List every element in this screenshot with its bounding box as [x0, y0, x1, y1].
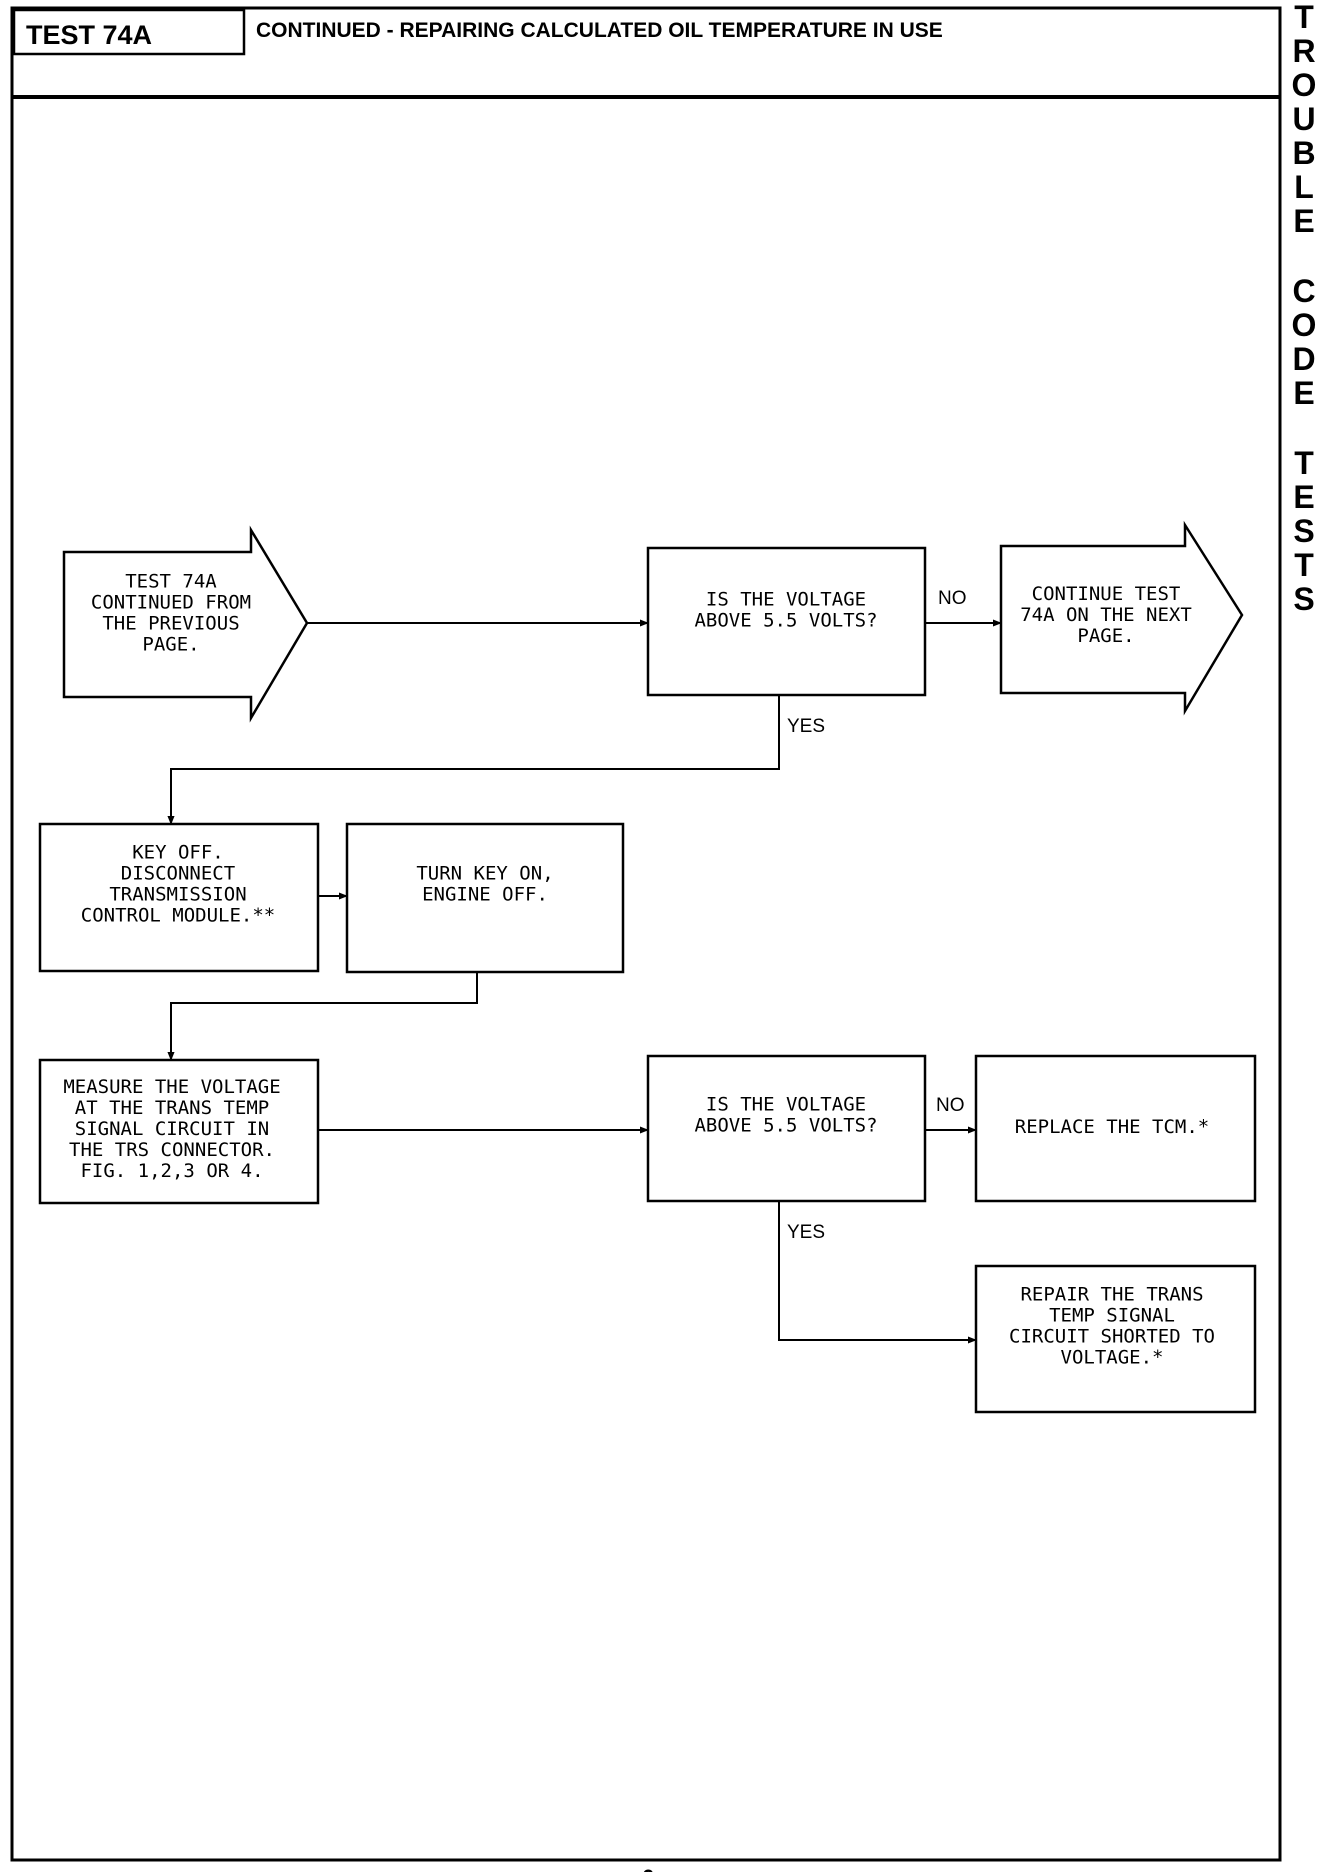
side-tab-letter: B	[1292, 135, 1315, 171]
node-text-line: ENGINE OFF.	[422, 884, 548, 906]
q2-yes-label: YES	[787, 1222, 825, 1243]
node-text-line: DISCONNECT	[121, 863, 235, 885]
node-text-line: CONTINUE TEST	[1032, 583, 1181, 605]
node-text-line: THE TRS CONNECTOR.	[69, 1139, 275, 1161]
side-tab-letter: E	[1293, 479, 1314, 515]
node-text-line: 74A ON THE NEXT	[1020, 604, 1192, 626]
node-text-line: REPAIR THE TRANS	[1020, 1284, 1203, 1306]
edge-keyon-to-measure	[167, 972, 478, 1061]
side-tab-letter: T	[1294, 445, 1314, 481]
replace-tcm-box	[974, 1054, 1257, 1203]
q2-no-label: NO	[936, 1095, 965, 1116]
node-text-line: ABOVE 5.5 VOLTS?	[694, 610, 877, 632]
q1-no-label: NO	[938, 588, 967, 609]
node-text-line: CIRCUIT SHORTED TO	[1009, 1326, 1215, 1348]
side-tab-letter: D	[1292, 341, 1315, 377]
node-text-line: THE PREVIOUS	[102, 613, 239, 635]
start-arrow-shape	[62, 525, 309, 723]
node-text-line: KEY OFF.	[132, 842, 224, 864]
node-text-line: CONTINUED FROM	[91, 592, 251, 614]
edge-q2-yes	[778, 1201, 977, 1344]
node-text-line: IS THE VOLTAGE	[706, 589, 866, 611]
repair-box	[974, 1264, 1257, 1414]
node-replace-tcm: REPLACE THE TCM.*	[974, 1054, 1257, 1203]
node-text-line: TRANSMISSION	[109, 884, 246, 906]
node-text-line: AT THE TRANS TEMP	[75, 1097, 269, 1119]
page-frame	[10, 6, 1282, 1862]
side-tab-letter: L	[1294, 169, 1314, 205]
next-page-arrow-shape	[999, 520, 1244, 716]
node-text-line: SIGNAL CIRCUIT IN	[75, 1118, 269, 1140]
side-tab-letter: E	[1293, 375, 1314, 411]
node-text-line: ABOVE 5.5 VOLTS?	[694, 1115, 877, 1137]
key-on-box	[345, 822, 625, 974]
node-text-line: TEST 74A	[125, 571, 217, 593]
node-text-line: PAGE.	[1077, 625, 1134, 647]
side-tab-letter: R	[1292, 33, 1315, 69]
node-text-line: FIG. 1,2,3 OR 4.	[80, 1160, 263, 1182]
node-text-line: REPLACE THE TCM.*	[1015, 1116, 1209, 1138]
node-key-on: TURN KEY ON,ENGINE OFF.	[345, 822, 625, 974]
side-tab-letter: T	[1294, 0, 1314, 35]
side-tab-letter: O	[1292, 307, 1317, 343]
side-tab-letter: O	[1292, 67, 1317, 103]
q2-box	[646, 1054, 927, 1203]
side-tab-letter: C	[1292, 273, 1315, 309]
side-tab-letter: T	[1294, 547, 1314, 583]
q1-box	[646, 546, 927, 697]
measure-box	[38, 1058, 320, 1205]
connectors	[167, 619, 1002, 1344]
node-text-line: PAGE.	[142, 634, 199, 656]
node-text-line: TURN KEY ON,	[416, 863, 553, 885]
side-tab-letter: E	[1293, 203, 1314, 239]
page-title: CONTINUED - REPAIRING CALCULATED OIL TEM…	[256, 19, 943, 42]
q1-yes-label: YES	[787, 716, 825, 737]
side-tab-letter: S	[1293, 513, 1314, 549]
node-text-line: CONTROL MODULE.**	[81, 905, 275, 927]
node-text-line: VOLTAGE.*	[1061, 1347, 1164, 1369]
key-off-box	[38, 822, 320, 973]
page-number: 6	[642, 1865, 654, 1872]
node-text-line: MEASURE THE VOLTAGE	[63, 1076, 280, 1098]
test-id: TEST 74A	[26, 20, 152, 50]
side-tab-letter: U	[1292, 101, 1315, 137]
side-tab-letter: S	[1293, 581, 1314, 617]
test-id-box	[12, 8, 246, 56]
node-text-line: IS THE VOLTAGE	[706, 1094, 866, 1116]
node-text-line: TEMP SIGNAL	[1049, 1305, 1175, 1327]
edge-q1-yes	[167, 695, 780, 825]
